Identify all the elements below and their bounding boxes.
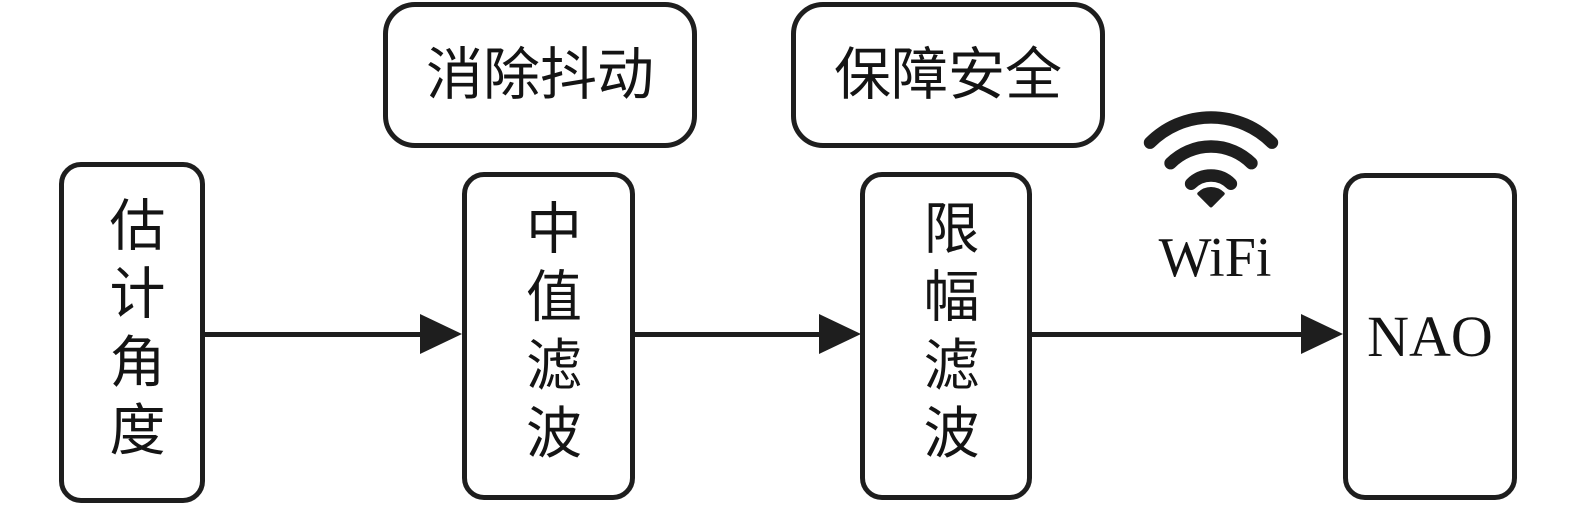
arrowhead-icon (1301, 314, 1343, 354)
node-limit-filter-label: 限幅滤波 (915, 199, 977, 473)
node-nao: NAO (1343, 173, 1517, 500)
node-estimate-angle-label: 估计角度 (101, 195, 163, 470)
arrowhead-icon (420, 314, 462, 354)
callout-eliminate-jitter-label: 消除抖动 (426, 43, 654, 107)
wifi-icon (1143, 111, 1279, 208)
node-estimate-angle: 估计角度 (59, 162, 205, 503)
callout-ensure-safety-label: 保障安全 (834, 43, 1062, 107)
node-median-filter: 中值滤波 (462, 172, 635, 500)
arrow-shaft (205, 332, 428, 337)
node-limit-filter: 限幅滤波 (860, 172, 1032, 500)
arrow-shaft (1032, 332, 1309, 337)
callout-eliminate-jitter: 消除抖动 (383, 2, 697, 148)
arrowhead-icon (819, 314, 861, 354)
arrow-shaft (635, 332, 827, 337)
callout-ensure-safety: 保障安全 (791, 2, 1105, 148)
node-median-filter-label: 中值滤波 (517, 199, 580, 473)
node-nao-label: NAO (1367, 303, 1493, 369)
wifi-label: WiFi (1158, 227, 1272, 289)
